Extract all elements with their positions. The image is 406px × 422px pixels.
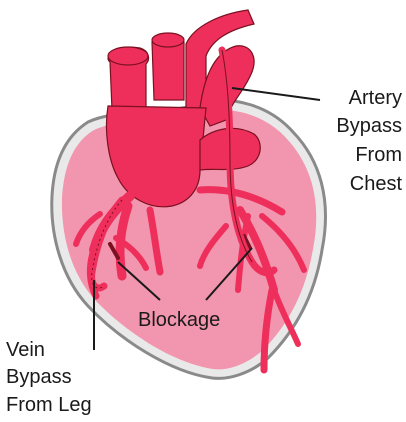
artery-label-line-4: Chest [350,173,403,195]
artery-label-line-2: Bypass [336,115,402,137]
vein-label-line-2: Bypass [6,366,72,388]
blockage-label: Blockage [138,309,220,331]
vein-label-line-1: Vein [6,339,45,361]
artery-leader [232,88,320,100]
artery-label-line-3: From [355,144,402,166]
artery-label: Artery Bypass From Chest [336,87,402,195]
vein-label: Vein Bypass From Leg [6,339,92,416]
vein-label-line-3: From Leg [6,394,92,416]
artery-label-line-1: Artery [349,87,402,109]
